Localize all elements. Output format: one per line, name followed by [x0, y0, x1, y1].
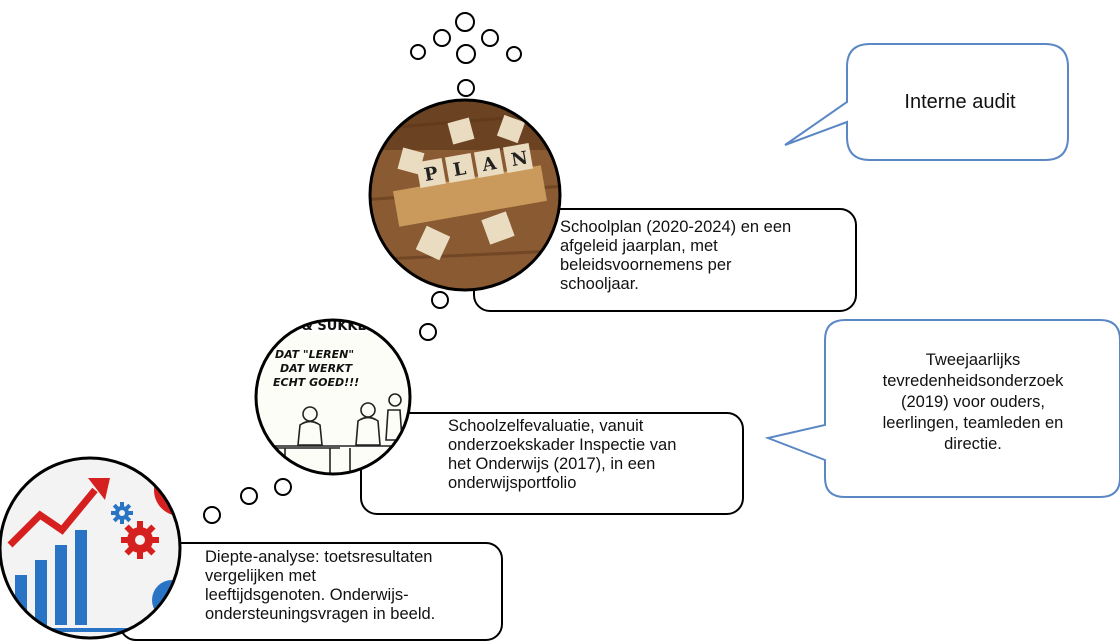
cartoon-speech-line: ECHT GOED!!!: [273, 376, 359, 389]
thought-bubbles-top: [410, 12, 522, 97]
thought-bubbles-middle: [419, 291, 449, 341]
bubble-circle: [433, 29, 451, 47]
bubble-circle: [457, 79, 475, 97]
plan-tile-letter: N: [510, 147, 530, 171]
bubble-circle: [240, 487, 258, 505]
cartoon-speech-line: DAT WERKT: [280, 362, 354, 375]
bubble-circle: [410, 44, 426, 60]
deep-analysis-text: Diepte-analyse: toetsresultaten vergelij…: [205, 548, 436, 623]
self-evaluation-text: Schoolzelfevaluatie, vanuit onderzoekska…: [448, 417, 677, 492]
satisfaction-callout-shape: [764, 319, 1120, 498]
thought-bubbles-lower: [203, 478, 292, 524]
cartoon-speech-line: DAT "LEREN": [275, 348, 354, 361]
school-plan-text: Schoolplan (2020-2024) en een afgeleid j…: [560, 218, 792, 293]
bubble-circle: [274, 478, 292, 496]
internal-audit-text: Interne audit: [904, 91, 1016, 113]
scrabble-plan-photo: P L A N: [368, 98, 562, 292]
bubble-circle: [203, 506, 221, 524]
bubble-circle: [456, 44, 476, 64]
bubble-circle: [455, 12, 475, 32]
cartoon-classroom: KKE & SUKKE DAT "LEREN" DAT WERKT ECHT G…: [254, 318, 412, 476]
plan-tile-letter: L: [452, 158, 468, 181]
bubble-circle: [419, 323, 437, 341]
plan-tile-letter: P: [423, 163, 440, 186]
bubble-circle: [481, 29, 499, 47]
plan-tile-letter: A: [480, 153, 499, 176]
internal-audit-callout-shape: [784, 43, 1069, 161]
satisfaction-survey-text: Tweejaarlijks tevredenheidsonderzoek (20…: [882, 351, 1064, 453]
bubble-circle: [506, 46, 522, 62]
bubble-circle: [431, 291, 449, 309]
